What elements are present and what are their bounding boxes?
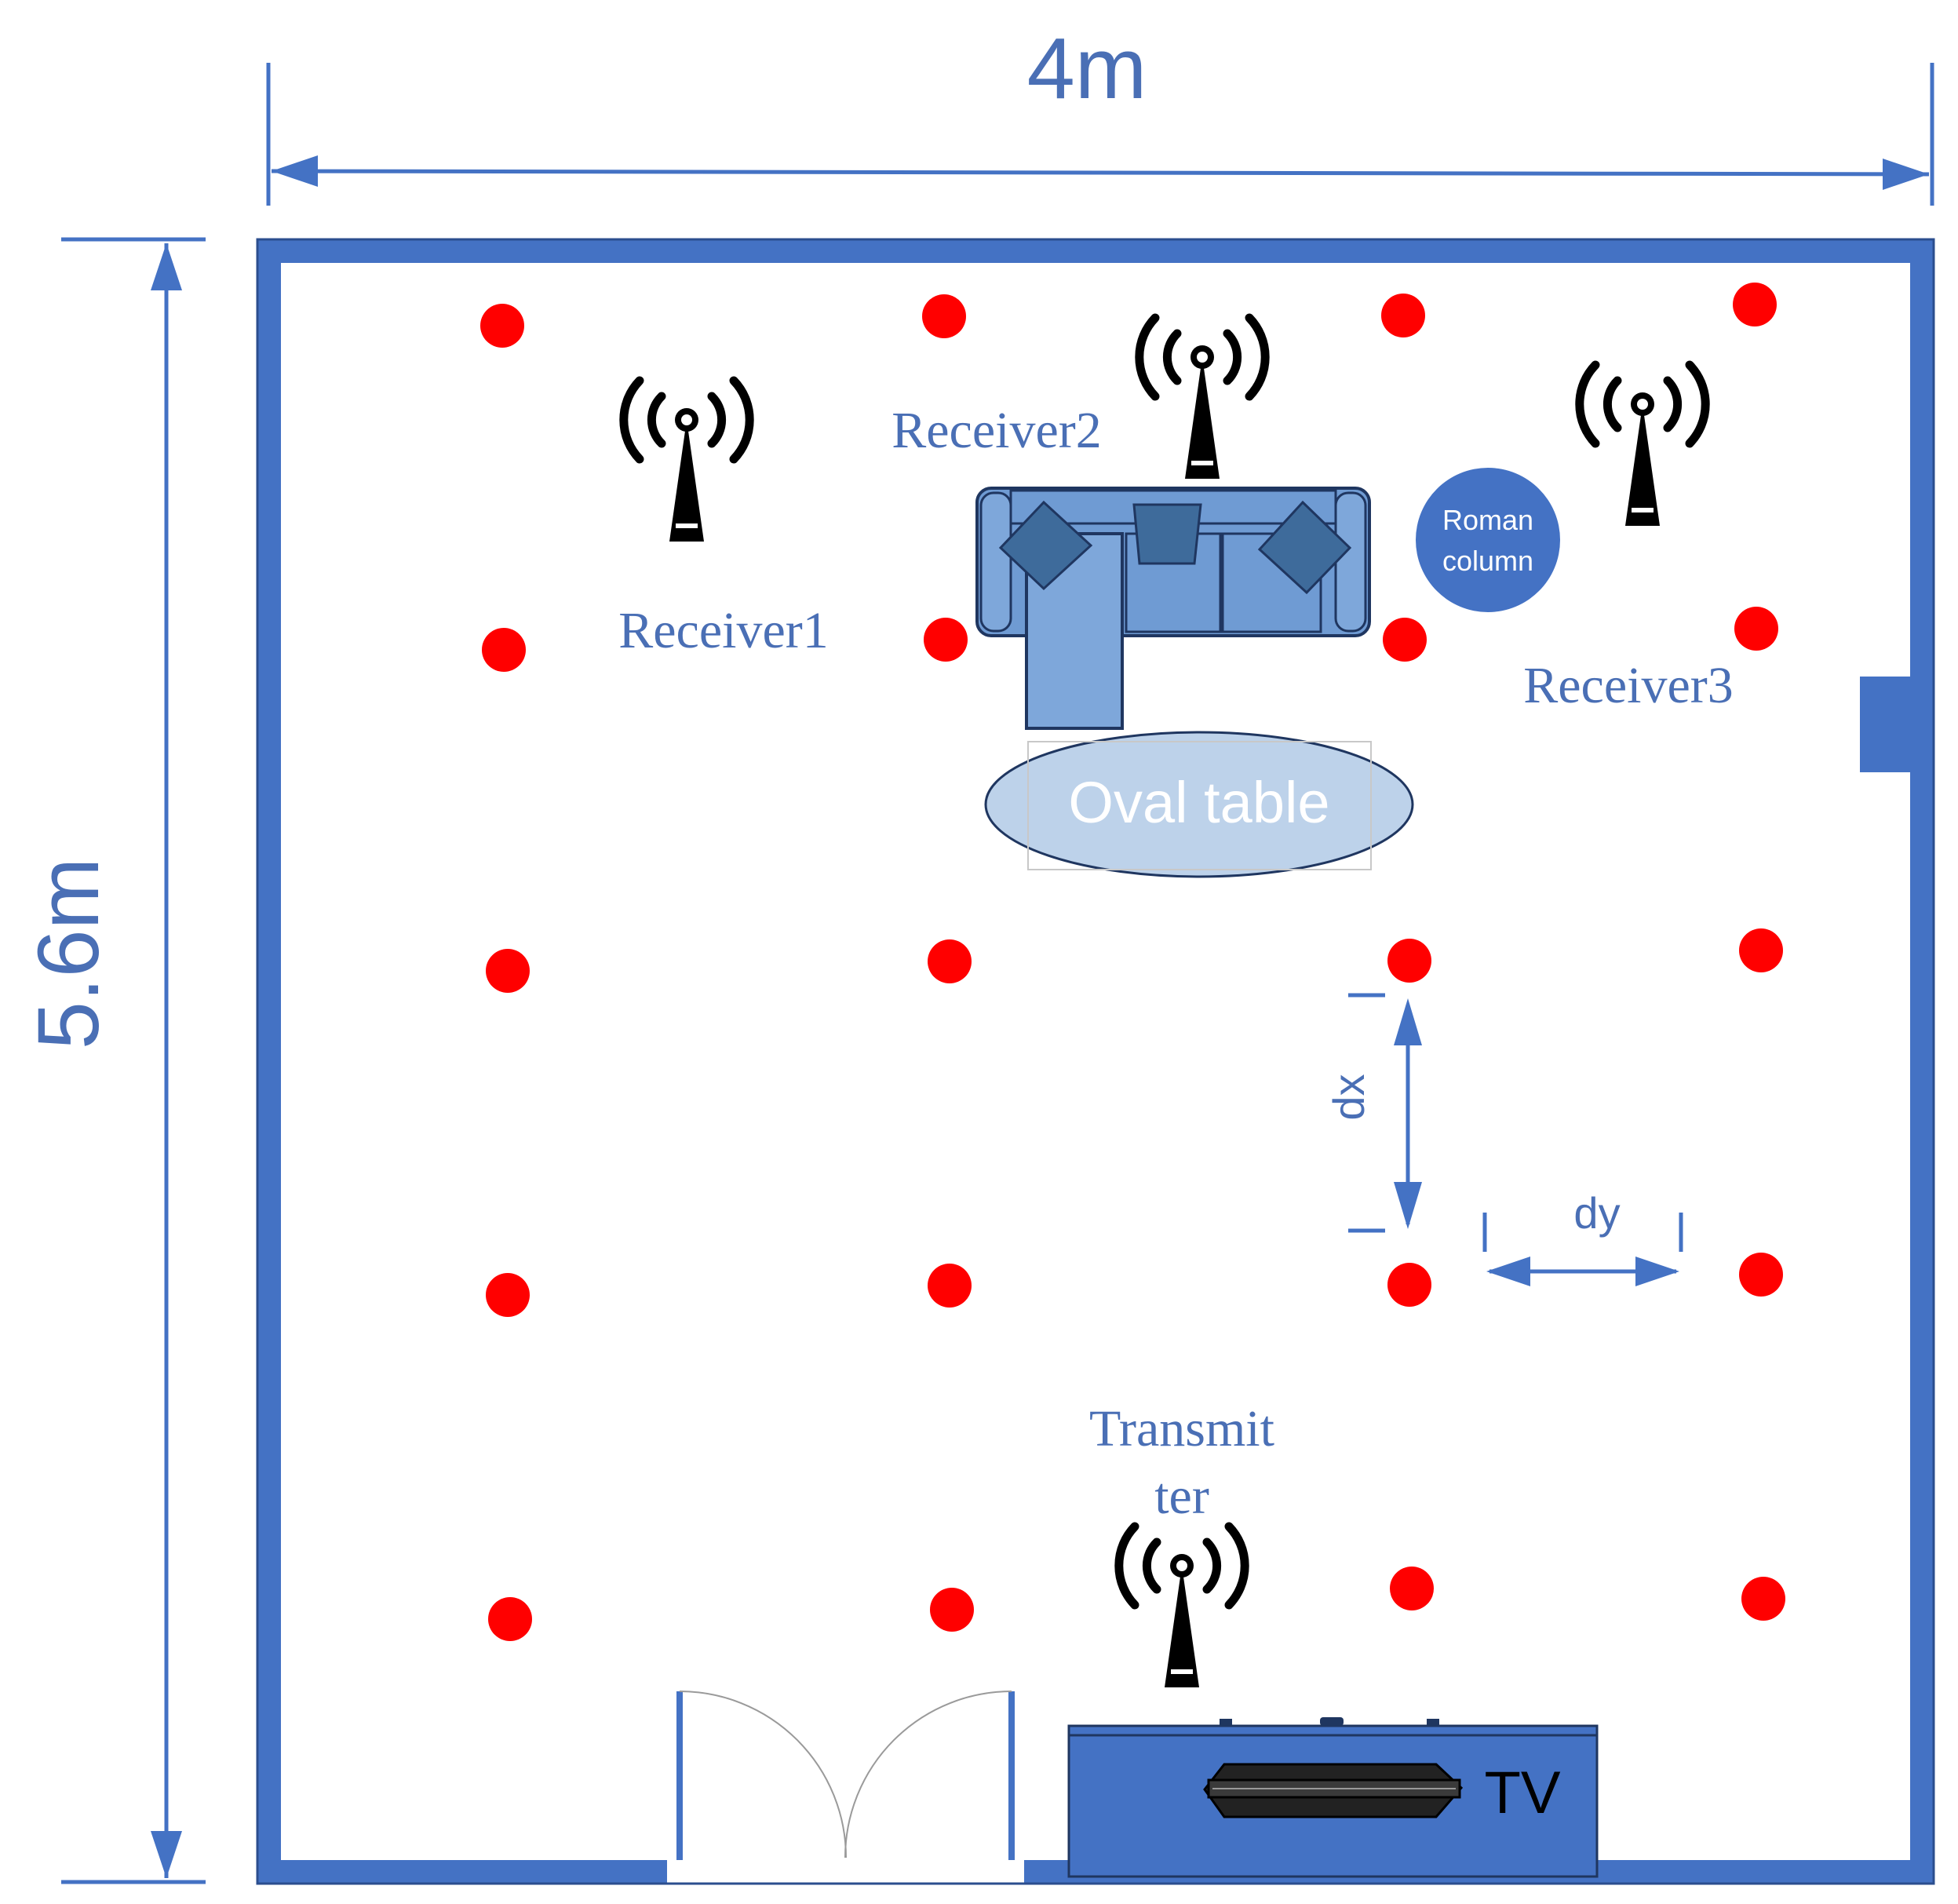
roman-column: Roman column xyxy=(1416,468,1560,612)
transmitter-label-line2: ter xyxy=(1154,1468,1209,1525)
sample-point xyxy=(1739,1253,1783,1297)
sample-point xyxy=(1387,939,1431,983)
antenna-icon-transmitter xyxy=(1119,1526,1245,1687)
receiver2-label: Receiver2 xyxy=(891,402,1102,459)
sample-point xyxy=(1733,283,1777,326)
sample-point xyxy=(1390,1567,1434,1610)
sofa-icon xyxy=(975,487,1371,730)
width-dimension: 4m xyxy=(266,20,1934,206)
antenna-icon-receiver2 xyxy=(1139,318,1265,479)
sample-points xyxy=(480,283,1785,1641)
sample-point xyxy=(486,1273,530,1317)
tv-label: TV xyxy=(1484,1760,1560,1826)
sample-point xyxy=(930,1588,974,1632)
sample-point xyxy=(924,618,968,662)
sample-point xyxy=(1734,607,1778,651)
oval-table-label: Oval table xyxy=(1068,770,1329,835)
dx-indicator: dx xyxy=(1324,993,1422,1233)
sample-point xyxy=(1739,928,1783,972)
receiver1-label: Receiver1 xyxy=(618,602,829,659)
dy-indicator: dy xyxy=(1482,1188,1683,1286)
sample-point xyxy=(1387,1263,1431,1307)
transmitter-label-line1: Transmit xyxy=(1089,1400,1274,1457)
sample-point xyxy=(1741,1577,1785,1621)
sample-point xyxy=(1383,618,1427,662)
tv-icon: TV xyxy=(1067,1717,1599,1878)
sample-point xyxy=(488,1597,532,1641)
width-label: 4m xyxy=(1027,20,1147,117)
roman-column-label-line1: Roman xyxy=(1442,504,1533,536)
sample-point xyxy=(486,949,530,993)
height-label: 5.6m xyxy=(20,858,117,1050)
dx-label: dx xyxy=(1324,1074,1373,1120)
height-dimension: 5.6m xyxy=(20,237,206,1884)
roman-column-label-line2: column xyxy=(1442,545,1533,577)
sample-point xyxy=(482,628,526,672)
sample-point xyxy=(922,294,966,338)
antenna-icon-receiver3 xyxy=(1580,365,1705,526)
oval-table: Oval table xyxy=(984,731,1414,878)
wall-outlet xyxy=(1860,677,1910,772)
sample-point xyxy=(480,304,524,348)
dy-label: dy xyxy=(1573,1188,1620,1238)
sample-point xyxy=(928,939,972,983)
sample-point xyxy=(928,1264,972,1308)
door-icon xyxy=(676,1691,1015,1860)
sample-point xyxy=(1381,294,1425,337)
antenna-icon-receiver1 xyxy=(624,381,749,542)
receiver3-label: Receiver3 xyxy=(1523,657,1734,714)
